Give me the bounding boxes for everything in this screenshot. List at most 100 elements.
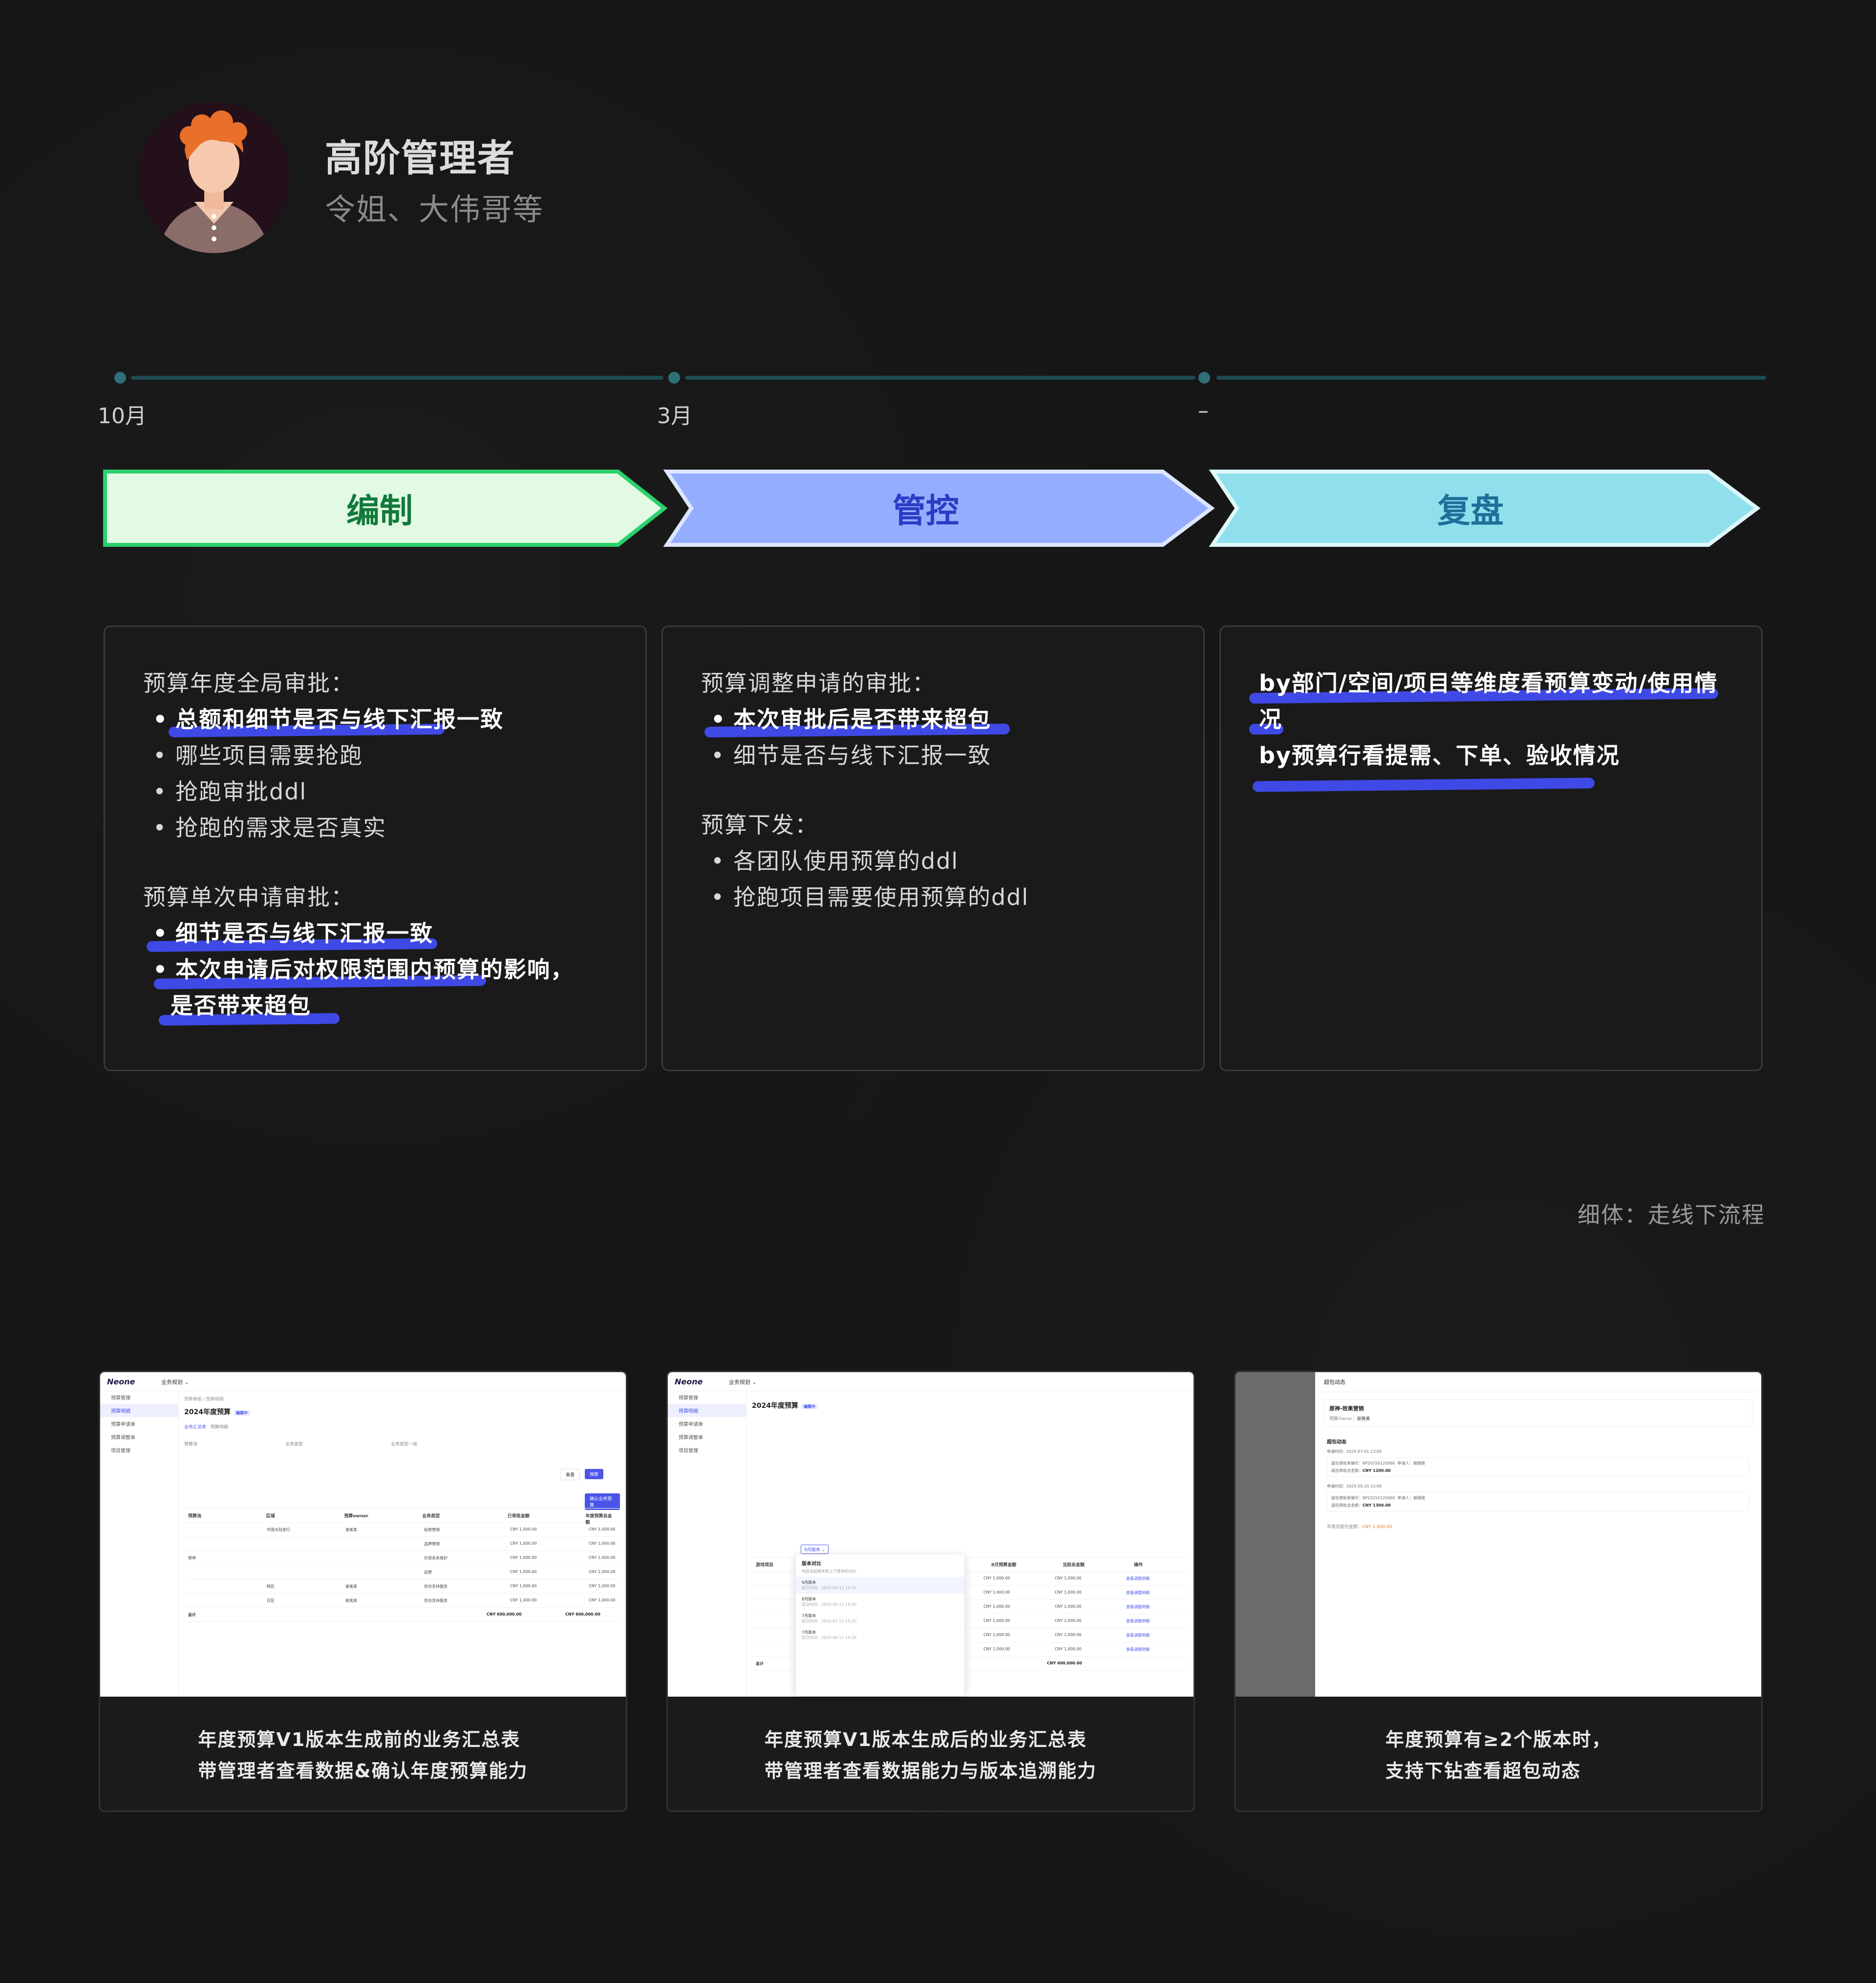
avatar-illustration [138,102,290,253]
timeline-segment-2 [685,376,1195,380]
list-item: •总额和细节是否与线下汇报一致 [153,706,504,733]
mini-overlay [1236,1372,1315,1697]
drawer-project-card: 原神-效果营销 预算Owner：谢美美 [1324,1399,1752,1427]
stage-arrow-control [663,470,1215,547]
sidebar-item: 预算管理 [111,1396,130,1401]
single-heading: 预算单次申请审批： [143,884,354,910]
screenshot-caption-2: 年度预算V1版本生成后的业务汇总表带管理者查看数据能力与版本追溯能力 [764,1729,1097,1782]
mini-heading: 2024年度预算编辑中 [752,1401,1188,1410]
mini-menu: 业务规划 ⌄ [729,1379,757,1385]
list-item: •抢跑的需求是否真实 [153,815,386,841]
highlight-stroke [1252,777,1595,792]
mini-drawer: 超包动态 原神-效果营销 预算Owner：谢美美 超包动态 申请时间：2025-… [1315,1372,1761,1697]
stage-label-review: 复盘 [1437,492,1504,531]
list-item: •哪些项目需要抢跑 [153,742,363,769]
screenshot-card-1: Neone 业务规划 ⌄ 预算管理 预算明细 预算申请单 预算调整单 项目管理 … [99,1371,627,1812]
legend-note: 细体：走线下流程 [1578,1202,1765,1228]
sidebar-item: 项目管理 [679,1448,698,1454]
sidebar-item: 预算申请单 [111,1422,135,1427]
persona-title: 高阶管理者 [325,136,515,180]
timeline-label-end: – [1198,398,1209,423]
list-item: •抢跑审批ddl [153,778,307,805]
timeline-dot [1198,372,1210,384]
issue-heading: 预算下发： [701,812,818,838]
list-item: •本次申请后对权限范围内预算的影响， [153,956,574,983]
screenshot-2: Neone 业务规划 ⌄ 预算管理 预算明细 预算申请单 预算调整单 项目管理 … [668,1372,1194,1697]
screenshot-card-2: Neone 业务规划 ⌄ 预算管理 预算明细 预算申请单 预算调整单 项目管理 … [666,1371,1195,1812]
timeline-segment-3 [1216,376,1766,380]
timeline-label-oct: 10月 [98,404,147,429]
mini-heading: 2024年度预算编辑中 [184,1407,620,1417]
stage-arrow-review [1209,470,1761,547]
popup-version-item: 7月版本提交时间：2025-07-11 15:20 [802,1614,857,1623]
popup-version-item: 9月版本提交时间：2025-06-11 15:20 [796,1577,964,1594]
sidebar-item: 项目管理 [111,1448,130,1454]
mini-logo: Neone [107,1377,135,1386]
screenshot-caption-3: 年度预算有≥2个版本时，支持下钻查看超包动态 [1385,1729,1612,1782]
persona-subtitle: 令姐、大伟哥等 [325,192,544,227]
list-item: •各团队使用预算的ddl [711,848,959,874]
annual-heading: 预算年度全局审批： [143,670,354,696]
review-line: by部门/空间/项目等维度看预算变动/使用情 [1259,670,1718,696]
sidebar-item: 预算管理 [679,1396,698,1401]
mini-search-button: 搜索 [585,1469,604,1479]
review-line: by预算行看提需、下单、验收情况 [1259,742,1620,769]
sidebar-item: 预算调整单 [111,1435,135,1441]
mini-logo: Neone [675,1377,703,1386]
avatar [138,102,290,253]
mini-reset-button: 重置 [560,1469,580,1480]
stage-arrow-compile [103,470,668,547]
screenshot-1: Neone 业务规划 ⌄ 预算管理 预算明细 预算申请单 预算调整单 项目管理 … [100,1372,626,1697]
mini-version-popup: 版本对比 勾选当前版本和上个版本的对比 9月版本提交时间：2025-06-11 … [796,1554,964,1696]
mini-main: 预算看板 / 预算明细 2024年度预算编辑中 业务汇总表 预算明细 预算池业务… [184,1396,620,1660]
drawer-title: 超包动态 [1315,1372,1761,1392]
drawer-section-title: 超包动态 [1327,1440,1346,1445]
stage-label-control: 管控 [892,492,959,531]
mini-version-select: 9月版本 ⌄ [801,1545,829,1554]
list-item: •本次审批后是否带来超包 [711,706,991,733]
mini-sidebar: 预算管理 预算明细 预算申请单 预算调整单 项目管理 [100,1391,179,1697]
list-item-continued: 是否带来超包 [171,992,311,1019]
card-control: 预算调整申请的审批： •本次审批后是否带来超包 •细节是否与线下汇报一致 预算下… [661,625,1205,1071]
mini-topbar: Neone 业务规划 ⌄ [668,1372,1194,1391]
timeline-dot [114,372,126,384]
popup-version-item: 8月版本提交时间：2025-06-11 15:20 [802,1597,857,1607]
sidebar-item: 预算调整单 [679,1435,703,1441]
mini-menu: 业务规划 ⌄ [161,1379,189,1385]
screenshot-caption-1: 年度预算V1版本生成前的业务汇总表带管理者查看数据&确认年度预算能力 [198,1729,528,1782]
mini-confirm-button: 确认业务预算 [585,1493,620,1510]
timeline-label-mar: 3月 [657,404,692,429]
mini-topbar: Neone 业务规划 ⌄ [100,1372,626,1391]
sidebar-item: 预算明细 [668,1404,746,1417]
sidebar-item: 预算明细 [100,1404,178,1417]
card-compile: 预算年度全局审批： •总额和细节是否与线下汇报一致 •哪些项目需要抢跑 •抢跑审… [104,625,647,1071]
popup-version-item: 7月版本提交时间：2025-06-11 15:20 [802,1630,857,1640]
mini-filters: 预算池业务类型业务类型一级 [184,1442,418,1447]
mini-tabs: 业务汇总表 预算明细 [184,1425,228,1430]
list-item: •细节是否与线下汇报一致 [711,742,991,769]
stage-label-compile: 编制 [346,492,413,531]
list-item: •细节是否与线下汇报一致 [153,920,433,947]
mini-breadcrumb: 预算看板 / 预算明细 [184,1397,224,1402]
sidebar-item: 预算申请单 [679,1422,703,1427]
timeline-dot [668,372,680,384]
screenshot-3: 超包动态 原神-效果营销 预算Owner：谢美美 超包动态 申请时间：2025-… [1236,1372,1761,1697]
screenshot-card-3: 超包动态 原神-效果营销 预算Owner：谢美美 超包动态 申请时间：2025-… [1234,1371,1763,1812]
list-item: •抢跑项目需要使用预算的ddl [711,884,1029,910]
adjust-heading: 预算调整申请的审批： [701,670,936,696]
timeline-segment-1 [131,376,663,380]
review-line: 况 [1259,706,1282,733]
